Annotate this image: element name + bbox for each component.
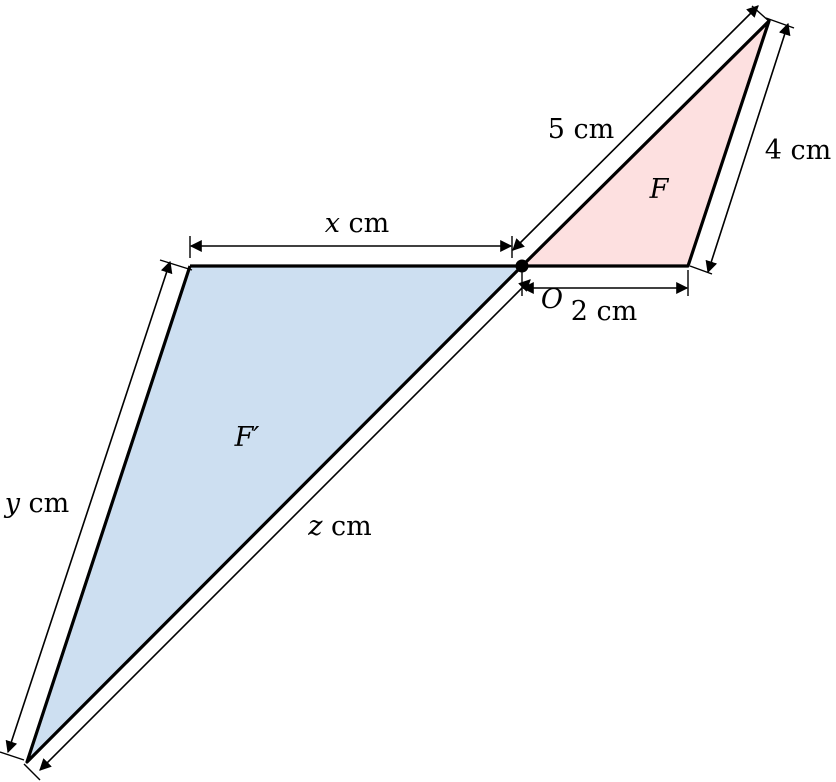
center-point-o bbox=[515, 259, 529, 273]
z-dimension-arrow bbox=[39, 279, 531, 771]
label-o: O bbox=[541, 284, 563, 315]
label-y-cm: y cm bbox=[4, 488, 70, 519]
y-unit: cm bbox=[20, 488, 69, 519]
label-x-cm: x cm bbox=[325, 208, 390, 239]
y-variable: y bbox=[4, 488, 21, 519]
label-f: F bbox=[649, 174, 670, 205]
label-f-prime: F′ bbox=[234, 422, 260, 453]
z-dim-tick-bottom bbox=[23, 763, 41, 781]
x-unit: cm bbox=[340, 208, 389, 239]
four-dim-tick-top bbox=[765, 17, 795, 29]
label-five-cm: 5 cm bbox=[548, 114, 615, 145]
y-dim-tick-bottom bbox=[0, 751, 25, 761]
z-variable: z bbox=[307, 511, 323, 542]
label-two-cm: 2 cm bbox=[571, 296, 638, 327]
x-variable: x bbox=[325, 208, 340, 239]
label-z-cm: z cm bbox=[307, 511, 372, 542]
label-four-cm: 4 cm bbox=[765, 135, 832, 166]
y-dim-tick-top bbox=[159, 259, 193, 271]
four-cm-dimension-arrow bbox=[705, 22, 791, 274]
z-unit: cm bbox=[322, 511, 371, 542]
